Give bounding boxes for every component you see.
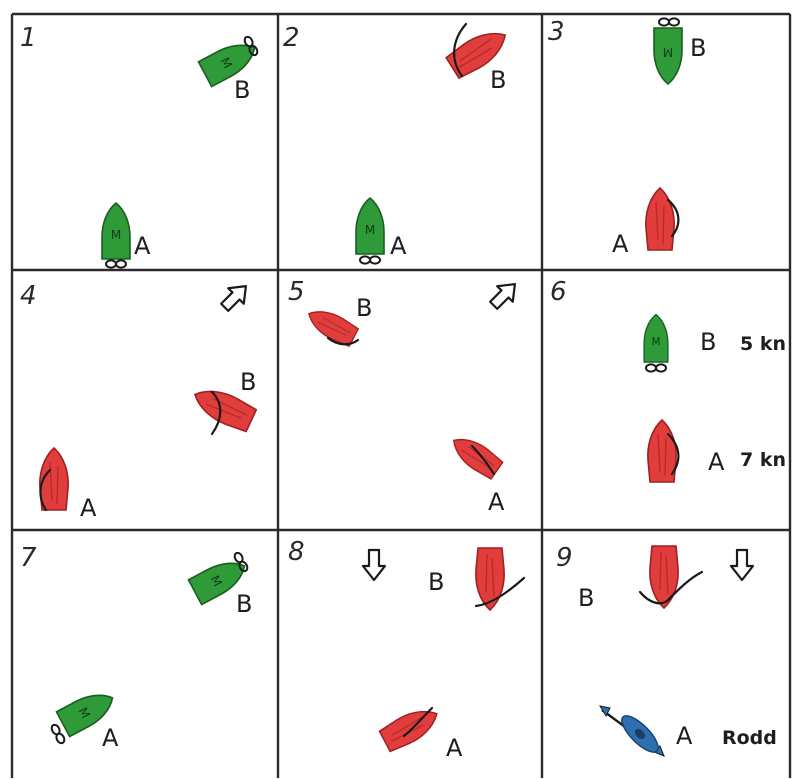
propeller-icon: [659, 18, 679, 25]
panel-number: 3: [548, 17, 565, 47]
motorboat-icon: [654, 28, 682, 84]
motorboat-icon: [644, 315, 668, 363]
motorboat-icon: [356, 198, 384, 254]
boat-label-b: B: [690, 34, 706, 62]
boat-label-b: B: [356, 294, 372, 322]
speed-label-a: 7 kn: [740, 449, 786, 471]
boat-label-a: A: [390, 232, 407, 260]
propeller-icon: [646, 364, 666, 371]
wind-arrow-icon: [217, 278, 254, 315]
sailboat-icon: [447, 431, 504, 481]
panel-2: 2 B A: [283, 23, 513, 264]
wind-arrow-icon: [731, 550, 753, 580]
panel-7: 7 B A: [20, 543, 252, 752]
propeller-icon: [106, 260, 126, 267]
boat-label-b: B: [234, 76, 250, 104]
panel-number: 4: [20, 281, 37, 311]
motorboat-icon: [102, 203, 130, 259]
kayak-icon: [600, 706, 664, 757]
boat-label-b: B: [578, 584, 594, 612]
boat-label-b: B: [700, 328, 716, 356]
boat-label-a: A: [102, 724, 119, 752]
panel-3: 3 B A: [548, 17, 706, 258]
propeller-icon: [360, 256, 380, 263]
panel-4: 4 B A: [20, 278, 257, 522]
panel-number: 1: [20, 23, 37, 53]
sailboat-icon: [650, 546, 678, 608]
sailboat-icon: [646, 188, 674, 250]
panel-grid: [12, 14, 790, 778]
boat-label-a: A: [676, 722, 693, 750]
panel-6: 6 B 5 kn A 7 kn: [550, 277, 786, 482]
boat-label-b: B: [428, 568, 444, 596]
boat-label-b: B: [236, 590, 252, 618]
boat-label-b: B: [240, 368, 256, 396]
panel-1: 1 B A: [20, 23, 261, 268]
panel-8: 8 B A: [288, 537, 524, 762]
boat-label-b: B: [490, 66, 506, 94]
boat-label-a: A: [446, 734, 463, 762]
boat-label-a: A: [708, 448, 725, 476]
panel-number: 8: [288, 537, 305, 567]
panel-number: 7: [20, 543, 37, 573]
speed-label-b: 5 kn: [740, 333, 786, 355]
boat-label-a: A: [612, 230, 629, 258]
wind-arrow-icon: [486, 276, 523, 313]
wind-arrow-icon: [363, 550, 385, 580]
panel-number: 5: [288, 277, 305, 307]
panel-number: 9: [556, 543, 573, 573]
panel-5: 5 B A: [288, 276, 523, 516]
boat-label-a: A: [488, 488, 505, 516]
boat-label-a: A: [134, 232, 151, 260]
panel-9: 9 B A Rodd: [556, 543, 777, 757]
note-rodd: Rodd: [722, 727, 777, 749]
panel-number: 6: [550, 277, 567, 307]
panel-number: 2: [283, 23, 300, 53]
sailboat-icon: [379, 702, 444, 753]
boat-label-a: A: [80, 494, 97, 522]
motorboat-icon: [198, 36, 261, 87]
